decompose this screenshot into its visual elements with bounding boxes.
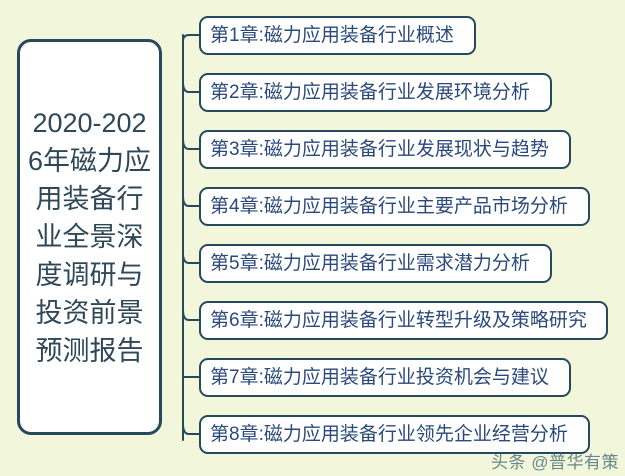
chapter-label-3: 第3章:磁力应用装备行业发展现状与趋势 <box>210 138 549 160</box>
chapter-label-8: 第8章:磁力应用装备行业领先企业经营分析 <box>210 423 568 445</box>
chapter-box-3[interactable]: 第3章:磁力应用装备行业发展现状与趋势 <box>199 130 571 169</box>
chapter-box-7[interactable]: 第7章:磁力应用装备行业投资机会与建议 <box>199 358 571 397</box>
chapter-label-6: 第6章:磁力应用装备行业转型升级及策略研究 <box>210 309 587 331</box>
chapter-label-2: 第2章:磁力应用装备行业发展环境分析 <box>210 81 530 103</box>
watermark: 头条 @普华有策 <box>491 453 619 472</box>
chapter-box-8[interactable]: 第8章:磁力应用装备行业领先企业经营分析 <box>199 415 590 454</box>
chapter-box-6[interactable]: 第6章:磁力应用装备行业转型升级及策略研究 <box>199 301 608 340</box>
chapter-box-2[interactable]: 第2章:磁力应用装备行业发展环境分析 <box>199 73 552 112</box>
report-title: 2020-2026年磁力应用装备行业全景深度调研与投资前景预测报告 <box>27 108 152 366</box>
report-title-box: 2020-2026年磁力应用装备行业全景深度调研与投资前景预测报告 <box>17 39 162 435</box>
chapter-box-5[interactable]: 第5章:磁力应用装备行业需求潜力分析 <box>199 244 552 283</box>
chapter-label-7: 第7章:磁力应用装备行业投资机会与建议 <box>210 366 549 388</box>
chapter-box-4[interactable]: 第4章:磁力应用装备行业主要产品市场分析 <box>199 187 590 226</box>
chapter-label-5: 第5章:磁力应用装备行业需求潜力分析 <box>210 252 530 274</box>
connector-branches <box>182 34 200 435</box>
chapter-box-1[interactable]: 第1章:磁力应用装备行业概述 <box>199 16 476 55</box>
chapter-label-1: 第1章:磁力应用装备行业概述 <box>210 24 454 46</box>
chapter-label-4: 第4章:磁力应用装备行业主要产品市场分析 <box>210 195 568 217</box>
